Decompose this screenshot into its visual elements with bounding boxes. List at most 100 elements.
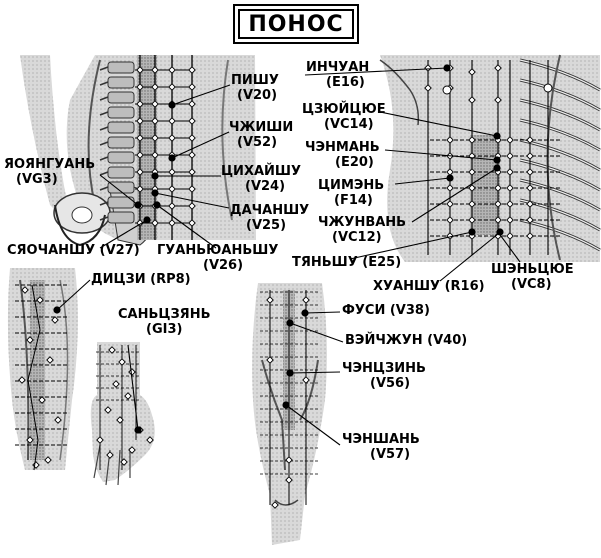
acupoint-marker (168, 66, 176, 74)
active-acupoint (151, 172, 159, 180)
acupoint-marker (136, 219, 144, 227)
label-shentsyue: ШЭНЬЦЮЕ(VC8) (491, 262, 574, 292)
acupoint-marker (506, 216, 514, 224)
acupoint-marker (188, 100, 196, 108)
vertebra-process (99, 186, 109, 191)
acupoint-marker (151, 151, 159, 159)
page-title: ПОНОС (248, 11, 344, 37)
acupoint-marker (168, 219, 176, 227)
label-huanshu: ХУАНШУ (R16) (373, 279, 485, 294)
grid-line (171, 131, 230, 159)
acupoint-marker (494, 216, 502, 224)
back-figure (20, 55, 257, 247)
acupoint-marker (168, 134, 176, 142)
grid-line (56, 279, 91, 311)
active-acupoint (301, 309, 309, 317)
grid-line (289, 322, 344, 343)
acupoint-marker (44, 456, 52, 464)
acupoint-marker (468, 152, 476, 160)
active-acupoint (493, 156, 501, 164)
acupoint-marker (112, 380, 120, 388)
acupoint-marker (468, 216, 476, 224)
grid-line (171, 84, 231, 106)
nipple-marker (442, 85, 452, 95)
acupoint-marker (188, 202, 196, 210)
acupoint-marker (106, 451, 114, 459)
shin-meridian-grid (15, 280, 68, 471)
acupoint-marker (136, 117, 144, 125)
shaded-column (470, 135, 500, 235)
acupoint-marker (188, 168, 196, 176)
acupoint-marker (124, 392, 132, 400)
spine-vertebrae (99, 61, 135, 224)
active-acupoint (493, 132, 501, 140)
acupoint-marker (446, 200, 454, 208)
acupoint-marker (168, 202, 176, 210)
label-tyanshu: ТЯНЬШУ (E25) (292, 255, 402, 270)
acupoint-marker (96, 436, 104, 444)
acupoint-marker (18, 376, 26, 384)
acupoint-marker (506, 152, 514, 160)
acupoint-marker (116, 416, 124, 424)
acupoint-marker (526, 152, 534, 160)
label-inchuan: ИНЧУАН(E16) (306, 60, 370, 90)
grid-line (304, 311, 341, 314)
acupoint-marker (26, 336, 34, 344)
grid-line (497, 231, 521, 263)
acupoint-marker (168, 168, 176, 176)
label-dachanshu: ДАЧАНШУ(V25) (230, 203, 310, 233)
vertebra (107, 91, 135, 104)
vertebra-process (99, 171, 109, 176)
acupoint-marker (526, 184, 534, 192)
acupoint-marker (151, 134, 159, 142)
acupoint-marker (38, 396, 46, 404)
acupoint-marker (36, 296, 44, 304)
acupoint-marker (136, 100, 144, 108)
acupoint-marker (46, 356, 54, 364)
label-cimen: ЦИМЭНЬ(F14) (318, 178, 385, 208)
grid-line (127, 344, 139, 431)
vertebra (107, 106, 135, 119)
label-yaoyanguan: ЯОЯНГУАНЬ(VG3) (4, 157, 96, 187)
vertebra-process (99, 96, 109, 101)
acupoint-marker (136, 66, 144, 74)
acupoint-marker (285, 476, 293, 484)
title-frame: ПОНОС (233, 4, 359, 44)
acupoint-marker (446, 184, 454, 192)
active-acupoint (286, 319, 294, 327)
label-cihaishu: ЦИХАЙШУ(V24) (221, 164, 301, 194)
vertebra-process (99, 126, 109, 131)
active-acupoint (134, 426, 142, 434)
acupoint-marker (526, 232, 534, 240)
grid-line (394, 177, 451, 185)
leader-lines (56, 67, 521, 446)
vertebra (107, 61, 135, 74)
title-inner-frame: ПОНОС (238, 9, 354, 39)
grid-line (304, 67, 448, 76)
grid-line (379, 111, 498, 137)
active-acupoint (446, 174, 454, 182)
abdomen-figure (379, 54, 601, 262)
grid-line (384, 149, 498, 161)
active-acupoint (168, 154, 176, 162)
vertebra (107, 121, 135, 134)
acupoint-marker (526, 216, 534, 224)
active-acupoint (493, 164, 501, 172)
grid-line (349, 231, 473, 260)
acupoint-marker (151, 219, 159, 227)
label-chzhunvan: ЧЖУНВАНЬ(VC12) (318, 215, 407, 245)
active-acupoint (143, 216, 151, 224)
active-acupoint (53, 306, 61, 314)
acupoint-marker (468, 232, 476, 240)
acupoint-marker (26, 436, 34, 444)
vertebra (107, 166, 135, 179)
label-fusi: ФУСИ (V38) (342, 303, 430, 318)
acupoint-marker (168, 117, 176, 125)
rib-highlight (519, 119, 601, 151)
label-chentszin: ЧЭНЦЗИНЬ(V56) (342, 361, 426, 391)
acupoint-marker (136, 134, 144, 142)
rib-highlight (519, 179, 601, 211)
acupoint-marker (136, 168, 144, 176)
